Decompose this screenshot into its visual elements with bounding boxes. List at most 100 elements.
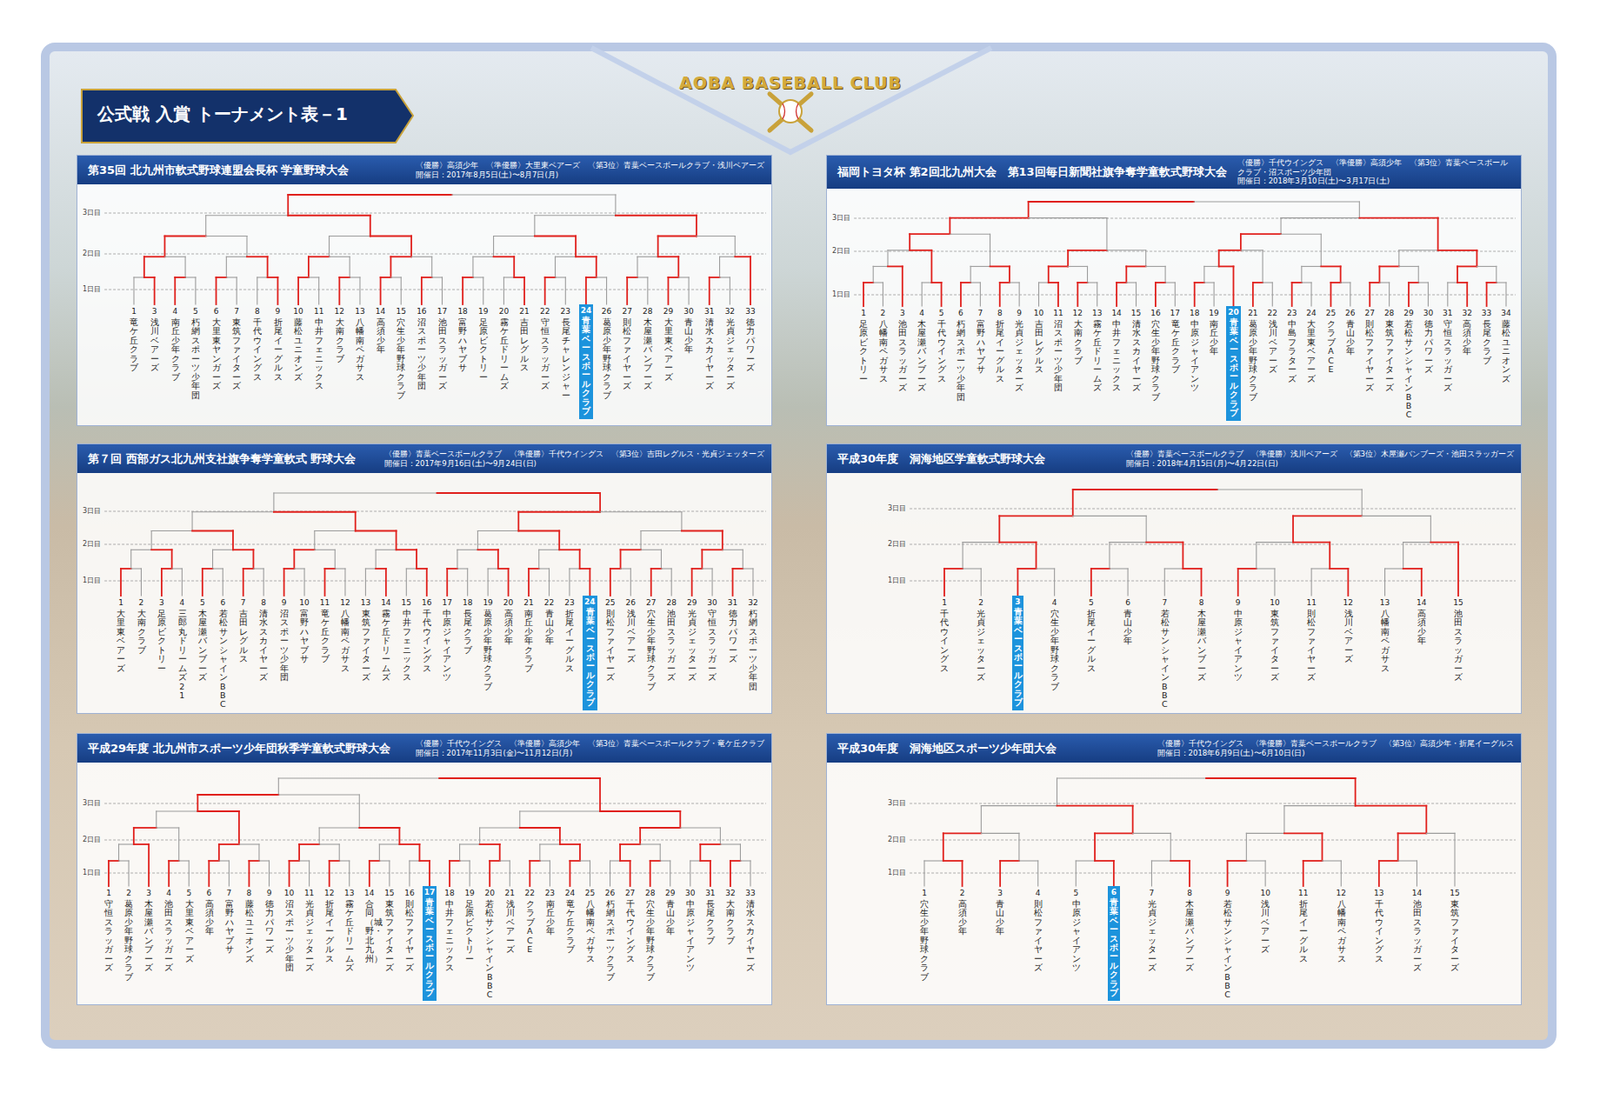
winner-line — [416, 567, 427, 570]
team-name: 浅川ベアーズ — [1268, 320, 1278, 375]
winner-line — [943, 832, 982, 834]
bracket-line — [690, 860, 701, 861]
bracket-line — [1151, 860, 1153, 887]
winner-line — [171, 549, 174, 569]
winner-line — [600, 810, 680, 813]
bracket-line — [118, 844, 120, 861]
bracket-line — [980, 805, 1057, 807]
bracket-line — [133, 277, 134, 305]
bracket-line — [339, 844, 340, 861]
bracket-line — [1009, 281, 1020, 283]
team-name: 高須少年 — [958, 900, 967, 937]
bracket-line — [1402, 542, 1404, 569]
winner-line — [1302, 860, 1305, 887]
bracket-line — [480, 826, 520, 828]
team-number: 5 — [1073, 888, 1079, 899]
winner-line — [729, 860, 732, 887]
team-number: 27 — [625, 888, 635, 899]
bracket-line — [334, 549, 336, 569]
team-number: 29 — [663, 306, 674, 317]
winner-line — [1346, 568, 1349, 596]
winner-line — [620, 548, 641, 551]
winner-line — [1303, 860, 1323, 862]
bracket-line — [156, 826, 180, 828]
round-divider — [104, 580, 767, 582]
bracket-line — [580, 860, 591, 861]
team-number: 28 — [645, 888, 655, 899]
team-name: 高須少年 — [376, 318, 386, 355]
bracket-line — [1262, 281, 1273, 283]
bracket-line — [1053, 568, 1055, 596]
winner-line — [248, 860, 251, 887]
winner-line — [909, 233, 950, 235]
winner-line — [380, 277, 382, 305]
bracket-line — [554, 256, 556, 278]
bracket-line — [729, 277, 731, 305]
bracket-line — [640, 530, 682, 532]
team-name: 徳力パワーズ — [265, 900, 274, 955]
bracket-line — [503, 276, 514, 278]
team-number: 31 — [727, 598, 738, 608]
winner-line — [293, 549, 295, 569]
bracket-line — [1164, 568, 1166, 596]
bracket-line — [1322, 860, 1342, 861]
winner-line — [421, 276, 433, 279]
team-name: 徳力パワーズ — [746, 318, 755, 374]
bracket-line — [477, 530, 519, 532]
winner-line — [559, 548, 580, 551]
bracket-line — [678, 276, 689, 278]
team-number: 27 — [646, 598, 656, 608]
bracket-line — [1476, 266, 1496, 267]
bracket-line — [554, 276, 566, 278]
team-number: 1 — [106, 888, 112, 899]
bracket-line — [1018, 833, 1020, 861]
panel-title: 第35回 北九州市軟式野球連盟会長杯 学童野球大会 — [87, 162, 349, 179]
team-number: 5 — [1088, 598, 1094, 608]
winner-line — [1476, 250, 1479, 267]
date-line: 開催日：2017年9月16日(土)〜9月24日(日) — [384, 459, 765, 469]
winner-line — [709, 276, 720, 279]
team-number: 20 — [503, 598, 514, 608]
winner-line — [1253, 281, 1263, 284]
bracket-line — [140, 568, 142, 596]
bracket-line — [989, 233, 991, 267]
team-name: 青山少年 — [1123, 609, 1133, 647]
bracket-line — [257, 276, 268, 278]
team-name: 青葉ベースボールクラブ — [1013, 607, 1023, 708]
team-number: 3 — [152, 306, 158, 317]
team-number: 11 — [313, 306, 324, 317]
winner-line — [721, 531, 724, 551]
team-number: 14 — [1416, 598, 1427, 608]
frame-v-line — [591, 47, 992, 153]
team-name: 清水スカイヤーズ — [746, 900, 755, 974]
winner-line — [734, 255, 751, 258]
team-name: 則松ファイヤーズ — [1306, 609, 1316, 683]
winner-line — [943, 860, 963, 862]
bracket-line — [1164, 567, 1183, 569]
winner-line — [1438, 249, 1478, 252]
bracket-line — [1217, 488, 1362, 490]
winner-line — [1457, 542, 1460, 596]
winner-line — [299, 843, 320, 846]
team-number: 11 — [1306, 598, 1316, 608]
bracket-line — [400, 277, 402, 305]
result-line: 〈優勝〉千代ウイングス 〈準優勝〉高須少年 〈第3位〉青葉ベースボールクラブ・沼… — [1237, 158, 1514, 177]
bracket-line — [268, 860, 270, 887]
round-label: 2日目 — [82, 835, 101, 845]
winner-line — [901, 266, 904, 307]
team-name: 葛原少年野球クラブ — [1248, 320, 1258, 402]
winner-line — [287, 214, 371, 217]
team-name: 青山少年 — [995, 900, 1005, 937]
bracket-line — [1427, 282, 1429, 307]
bracket-line — [1246, 860, 1266, 861]
winner-line — [446, 568, 448, 596]
team-name: 中原ジャイアンツ — [1072, 900, 1081, 974]
bracket-line — [457, 549, 478, 551]
bracket-line — [1193, 200, 1360, 202]
bracket-line — [539, 549, 560, 551]
result-line: 〈優勝〉千代ウイングス 〈準優勝〉青葉ベースボールクラブ 〈第3位〉高須少年・折… — [1157, 739, 1514, 749]
bracket-line — [921, 281, 932, 283]
team-number: 9 — [275, 306, 281, 317]
winner-line — [1194, 281, 1205, 284]
bracket-line — [349, 256, 351, 278]
